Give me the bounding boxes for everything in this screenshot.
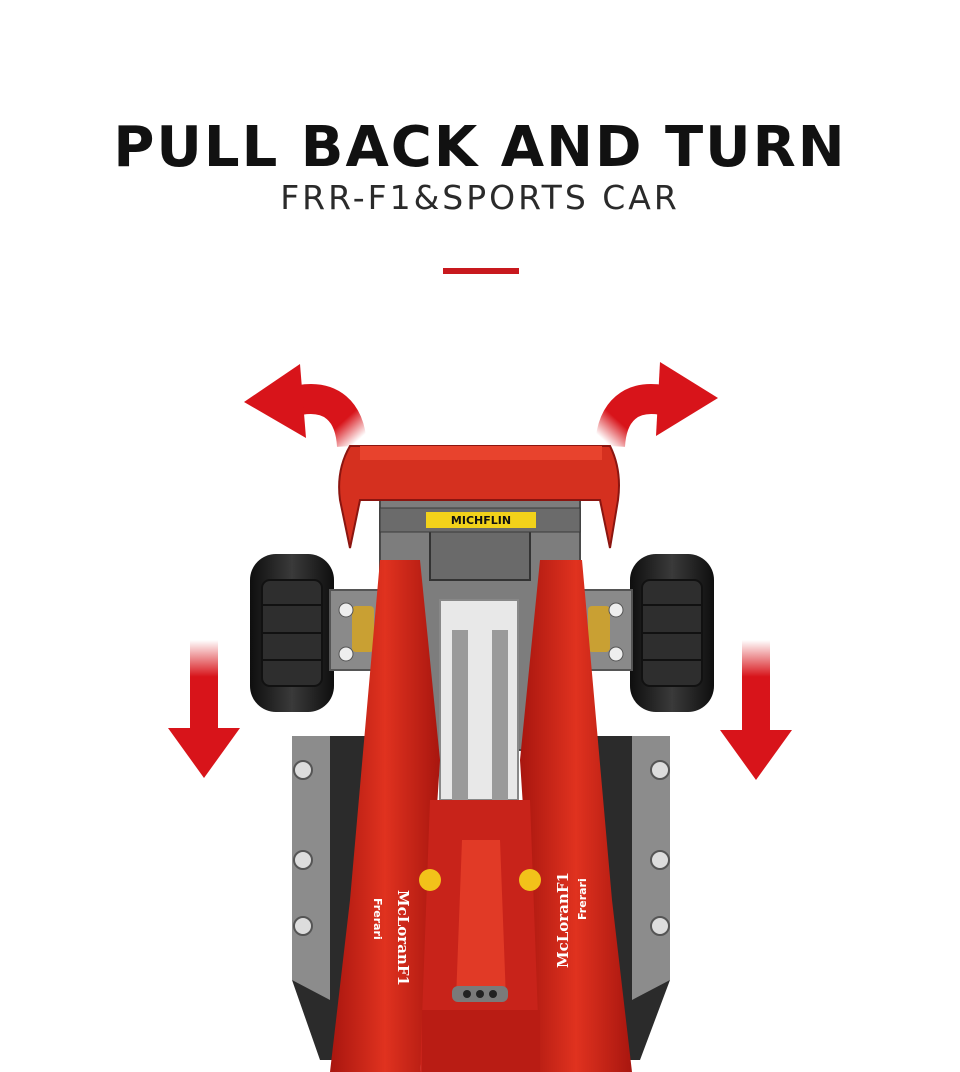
title-divider	[443, 268, 519, 274]
brand-decal-left: Frerari	[371, 898, 384, 940]
front-wing-decal: MICHFLIN	[451, 514, 511, 527]
sponsor-logo-right	[519, 869, 541, 891]
brand-decal-right: Frerari	[576, 878, 589, 920]
curved-arrow-right-icon	[595, 362, 718, 448]
front-left-tire	[250, 554, 334, 712]
side-decal-right: McLoranF1	[554, 872, 572, 968]
front-suspension	[329, 589, 633, 671]
car-body	[330, 560, 632, 1072]
front-wing	[338, 445, 620, 549]
page-title: PULL BACK AND TURN	[113, 115, 847, 180]
front-right-tire	[630, 554, 714, 712]
curved-arrow-left-icon	[244, 364, 367, 448]
side-decal-left: McLoranF1	[394, 890, 412, 986]
arrow-down-icon	[168, 640, 240, 778]
arrow-down-icon	[720, 640, 792, 780]
sponsor-logo-left	[419, 869, 441, 891]
page-subtitle: FRR-F1&SPORTS CAR	[280, 178, 680, 217]
